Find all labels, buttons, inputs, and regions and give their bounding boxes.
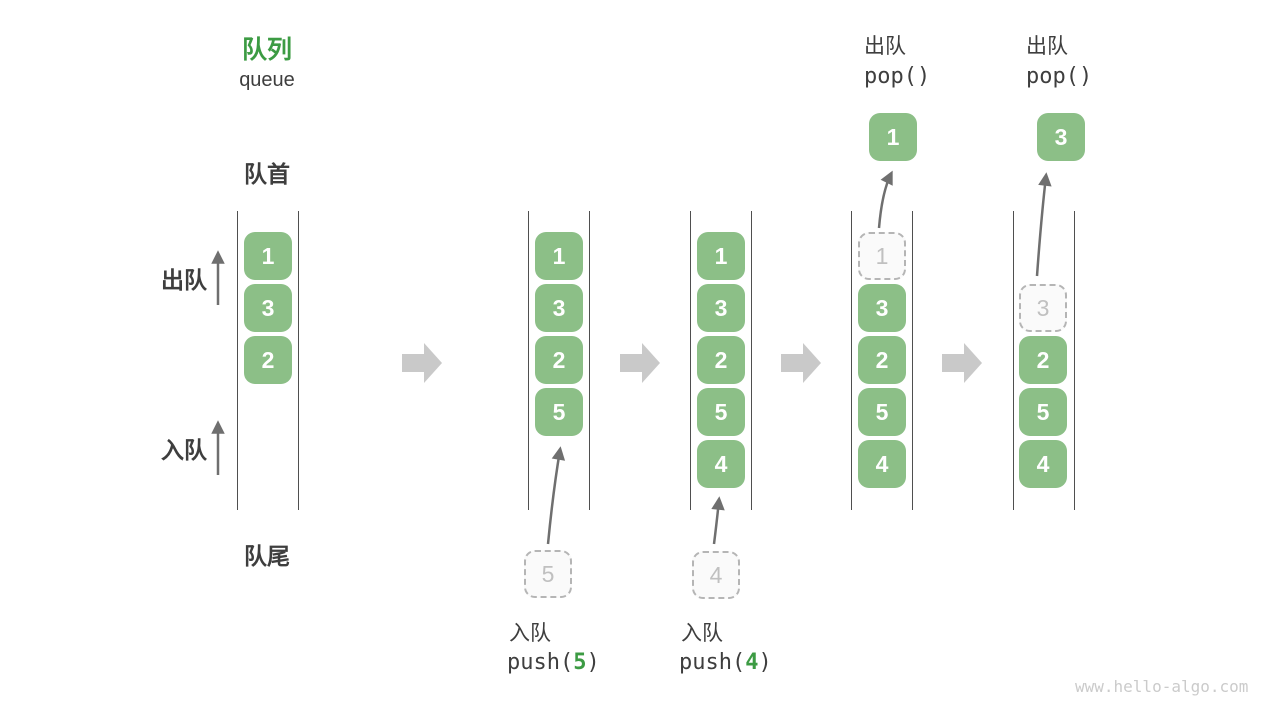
queue-cell: 4	[697, 440, 745, 488]
pending-cell: 5	[524, 550, 572, 598]
code-close: )	[586, 650, 600, 675]
queue-cell: 1	[244, 232, 292, 280]
label-enqueue-op: 入队	[681, 622, 723, 645]
step-arrow-icon	[620, 343, 660, 383]
page-subtitle: queue	[239, 69, 295, 91]
pop-1-arrow-icon	[877, 170, 893, 229]
label-dequeue-left: 出队	[161, 267, 207, 293]
label-queue-rear: 队尾	[244, 543, 290, 569]
queue-cell: 1	[535, 232, 583, 280]
queue-column-1	[237, 211, 299, 510]
queue-cell: 2	[697, 336, 745, 384]
watermark: www.hello-algo.com	[1075, 677, 1249, 696]
queue-column-2	[528, 211, 590, 510]
queue-cell: 3	[697, 284, 745, 332]
queue-cell: 1	[697, 232, 745, 280]
queue-cell: 4	[858, 440, 906, 488]
queue-column-3	[690, 211, 752, 510]
push-4-arrow-icon	[711, 496, 725, 545]
popped-cell: 3	[1037, 113, 1085, 161]
queue-column-5	[1013, 211, 1075, 510]
popped-cell: 1	[869, 113, 917, 161]
queue-cell: 3	[858, 284, 906, 332]
removed-cell: 3	[1019, 284, 1067, 332]
queue-cell: 2	[1019, 336, 1067, 384]
code-open: push(	[679, 650, 746, 675]
pending-cell: 4	[692, 551, 740, 599]
page-title: 队列	[241, 36, 292, 64]
queue-cell: 2	[244, 336, 292, 384]
label-enqueue-op: 入队	[509, 622, 551, 645]
code-arg: 4	[745, 650, 759, 675]
queue-cell: 5	[858, 388, 906, 436]
step-arrow-icon	[942, 343, 982, 383]
step-arrow-icon	[781, 343, 821, 383]
queue-cell: 5	[535, 388, 583, 436]
removed-cell: 1	[858, 232, 906, 280]
code-pop: pop()	[1026, 64, 1093, 89]
queue-cell: 3	[244, 284, 292, 332]
pop-3-arrow-icon	[1035, 172, 1052, 277]
queue-cell: 2	[535, 336, 583, 384]
queue-cell: 5	[697, 388, 745, 436]
code-push-4: push(4)	[679, 650, 772, 675]
queue-column-4	[851, 211, 913, 510]
step-arrow-icon	[402, 343, 442, 383]
code-close: )	[758, 650, 772, 675]
code-pop: pop()	[864, 64, 931, 89]
code-push-5: push(5)	[507, 650, 600, 675]
label-dequeue-op: 出队	[1026, 35, 1068, 58]
queue-cell: 2	[858, 336, 906, 384]
label-enqueue-left: 入队	[161, 437, 207, 463]
queue-cell: 4	[1019, 440, 1067, 488]
code-arg: 5	[573, 650, 587, 675]
push-5-arrow-icon	[546, 446, 566, 545]
queue-cell: 5	[1019, 388, 1067, 436]
label-dequeue-op: 出队	[864, 35, 906, 58]
label-queue-front: 队首	[244, 161, 290, 187]
code-open: push(	[507, 650, 574, 675]
queue-cell: 3	[535, 284, 583, 332]
